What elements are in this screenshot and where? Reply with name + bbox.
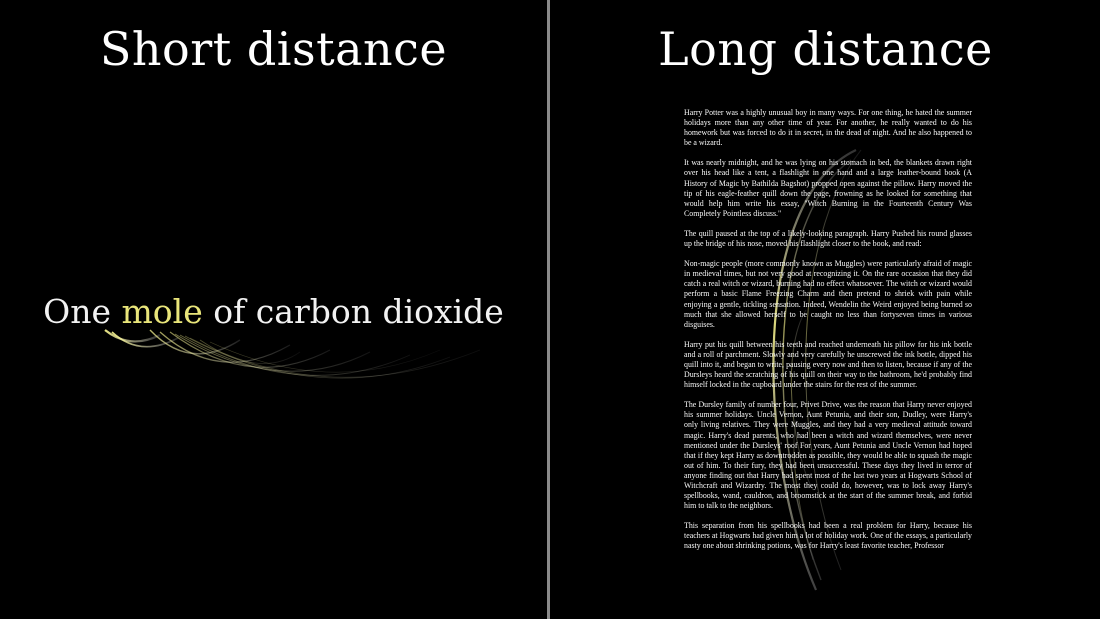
paragraph: Harry put his quill between his teeth an… <box>684 339 972 390</box>
phrase-highlight-mole: mole <box>121 292 203 331</box>
phrase-before: One <box>43 292 122 331</box>
left-title: Short distance <box>99 22 448 76</box>
paragraph: The Dursley family of number four, Prive… <box>684 400 972 511</box>
panel-divider <box>547 0 550 619</box>
paragraph: Non-magic people (more commonly known as… <box>684 259 972 329</box>
phrase-after: of carbon dioxide <box>202 292 504 331</box>
paragraph: Harry Potter was a highly unusual boy in… <box>684 108 972 148</box>
left-panel: Short distance One mole of carbon dioxid… <box>0 0 547 619</box>
right-title: Long distance <box>658 22 993 76</box>
paragraph: It was nearly midnight, and he was lying… <box>684 158 972 218</box>
right-panel: Long distance Harry Potter was a highly … <box>551 0 1100 619</box>
paragraph: This separation from his spellbooks had … <box>684 521 972 551</box>
paragraph: The quill paused at the top of a likely-… <box>684 228 972 249</box>
document-text: Harry Potter was a highly unusual boy in… <box>684 108 972 562</box>
phrase: One mole of carbon dioxide <box>0 292 547 331</box>
